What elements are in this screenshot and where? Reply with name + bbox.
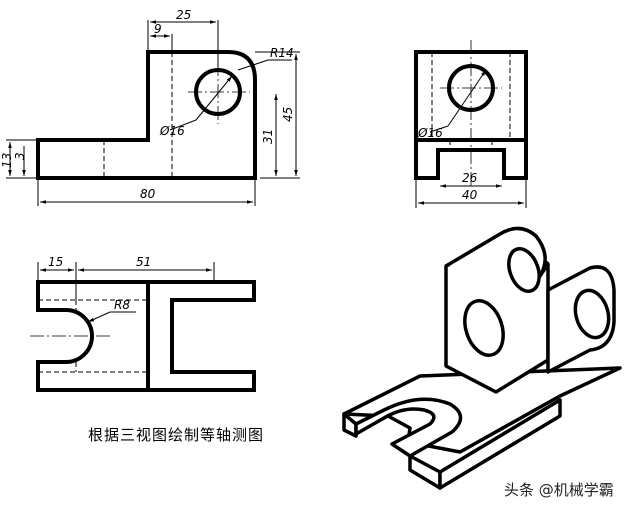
front-outline	[36, 50, 257, 180]
dim-40: 40	[462, 188, 478, 202]
dim-r8: R8	[114, 298, 130, 312]
iso-right-hole	[573, 288, 611, 340]
front-view: 25 9 R14 Ø16 45 31 13 3 80	[0, 8, 300, 206]
dim-25: 25	[176, 8, 191, 22]
dim-31: 31	[261, 129, 275, 144]
side-outline	[414, 50, 528, 180]
top-outline	[36, 280, 256, 392]
dim-9: 9	[154, 22, 162, 36]
isometric-view	[342, 226, 622, 490]
watermark: 头条 @机械学霸	[504, 481, 614, 499]
dim-26: 26	[462, 171, 478, 185]
iso-base-slot	[354, 397, 463, 458]
dim-15: 15	[48, 255, 63, 269]
top-view: R8 15 51	[30, 255, 256, 392]
iso-yoke-hole	[507, 247, 541, 293]
caption: 根据三视图绘制等轴测图	[88, 426, 265, 444]
dim-d16-front: Ø16	[159, 124, 185, 138]
dim-45: 45	[281, 107, 295, 122]
iso-base-front	[342, 412, 358, 438]
side-view: Ø16 26 40	[414, 40, 528, 208]
dim-13: 13	[0, 153, 14, 168]
iso-front-hole	[463, 299, 505, 357]
dim-d16-side: Ø16	[417, 126, 443, 140]
dim-3: 3	[13, 152, 27, 160]
dim-80: 80	[140, 187, 156, 201]
dim-51: 51	[136, 255, 151, 269]
dim-r14: R14	[270, 46, 294, 60]
